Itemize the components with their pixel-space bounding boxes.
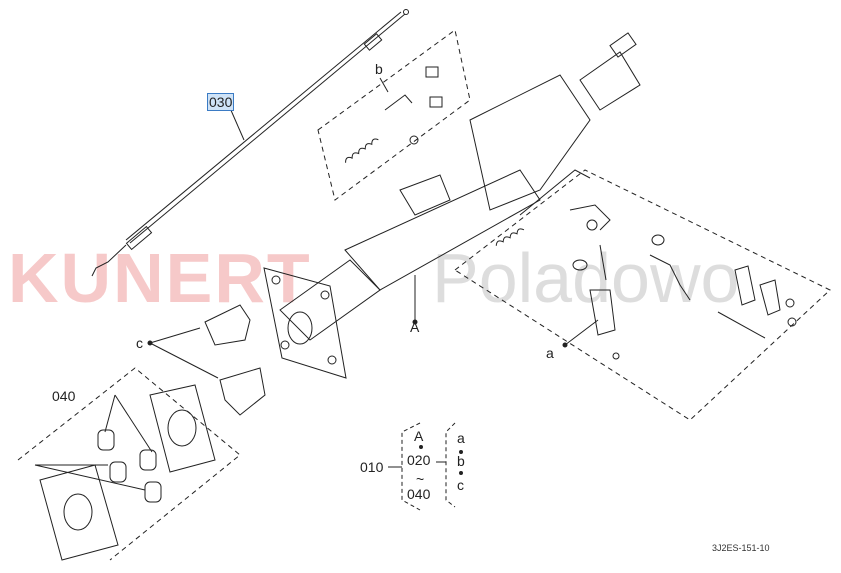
callout-a: a [546,345,554,361]
watermark-brand: KUNERT [8,239,312,317]
group-a-box [454,169,831,421]
legend-main: 010 [360,459,384,475]
legend-top: A [414,428,424,444]
legend-right-a: a [457,430,465,446]
legend-brackets [401,422,456,511]
callout-040: 040 [52,388,76,404]
legend-bottom: 040 [407,486,431,502]
leader-a [564,319,599,346]
legend-mid: 020 [407,452,431,468]
leader-030 [229,107,245,141]
diagram-code: 3J2ES-151-10 [712,543,770,553]
callout-c: c [136,335,143,351]
callout-A: A [410,319,420,335]
leader-b [379,77,389,93]
leader-040 [34,394,153,491]
bushing-parts-c[interactable] [204,304,266,416]
flange-plate[interactable] [263,267,347,379]
callout-030[interactable]: 030 [207,93,235,111]
leader-dot [147,340,153,346]
watermark-suffix: Poladowo [432,239,740,317]
group-b-box [317,29,471,201]
legend-tilde: ~ [416,471,425,487]
legend-right-b: b [457,453,465,469]
legend-right-c: c [457,477,464,493]
leader-dot [562,342,568,348]
callout-b: b [375,61,383,77]
steering-column[interactable] [279,32,641,341]
group-a-parts[interactable] [569,204,797,360]
group-b-parts[interactable] [344,66,443,163]
leader-dot [412,319,418,325]
callout-030-label: 030 [207,93,235,111]
cable-030[interactable] [91,9,409,277]
leader-c [149,327,219,379]
